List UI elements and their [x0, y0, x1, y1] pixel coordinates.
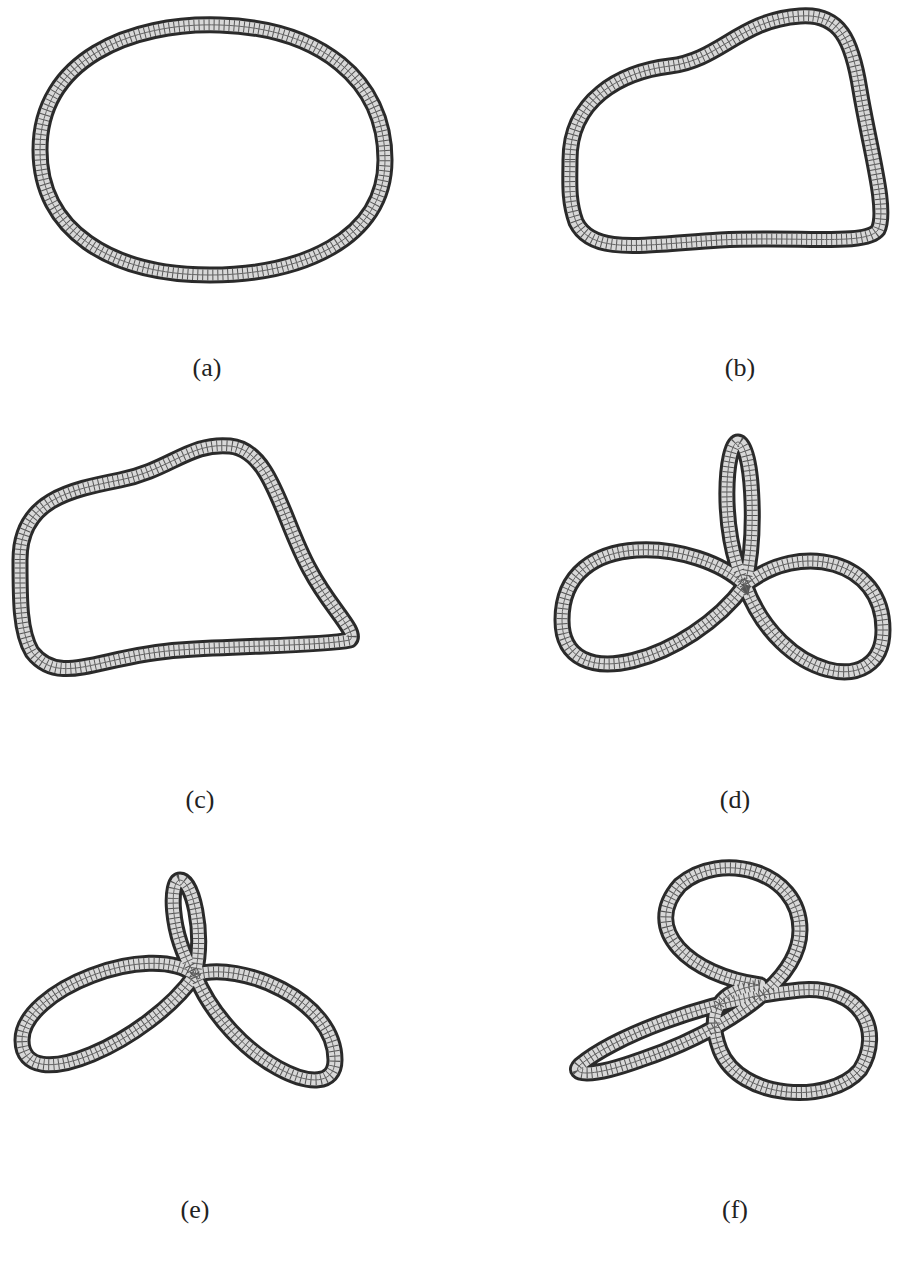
panel-label: (a): [193, 353, 222, 383]
panel-label: (d): [720, 785, 750, 815]
panel-label: (c): [186, 785, 215, 815]
tube-knot-f: [578, 868, 870, 1093]
panel-label: (f): [722, 1195, 748, 1225]
tube-knot-d: [562, 442, 883, 672]
tube-knot-c: [20, 446, 351, 669]
panel-label: (e): [181, 1195, 210, 1225]
tube-knot-e: [22, 880, 335, 1080]
panel-label: (b): [725, 353, 755, 383]
tube-knot-b: [570, 16, 881, 246]
tube-knot-a: [40, 25, 385, 275]
